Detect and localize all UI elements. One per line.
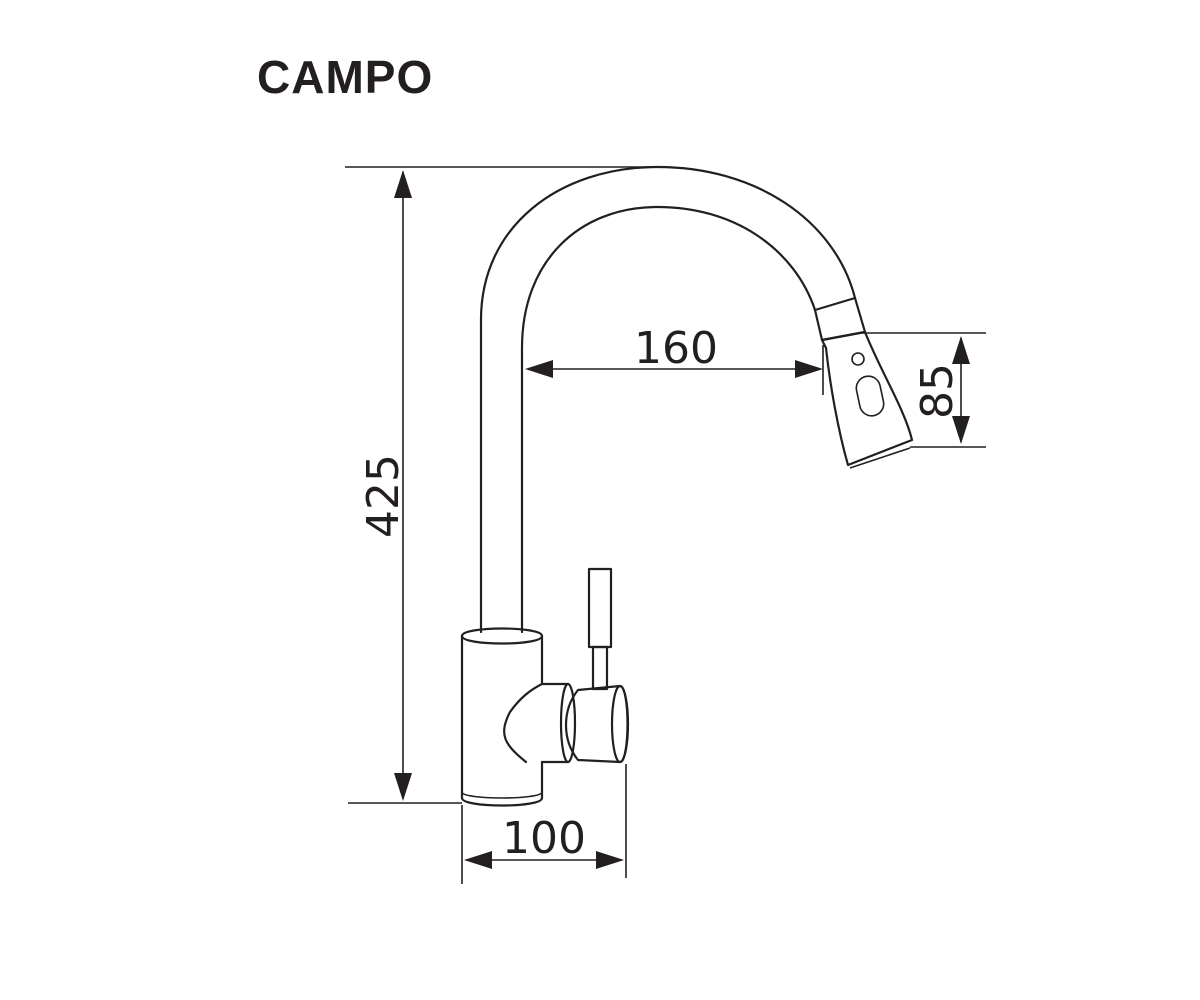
dimension-reach: 160 — [525, 323, 824, 395]
height-label: 425 — [358, 454, 409, 538]
body-cylinder — [460, 634, 544, 807]
cartridge-ring — [559, 682, 577, 764]
dimension-base-width: 100 — [461, 764, 627, 884]
width-arrow-right — [596, 851, 624, 869]
body-top — [460, 627, 544, 645]
spray-head-face — [849, 447, 911, 469]
spray-mode-switch-icon — [855, 375, 885, 417]
reach-arrow-right — [795, 360, 823, 378]
height-arrow-bottom — [394, 773, 412, 801]
dimension-height: 425 — [345, 166, 655, 804]
reach-arrow-left — [525, 360, 553, 378]
head-arrow-top — [952, 336, 970, 364]
height-arrow-top — [394, 170, 412, 198]
head-height-label: 85 — [912, 363, 963, 419]
width-label: 100 — [502, 813, 586, 864]
body-bottom-line — [461, 791, 543, 799]
cartridge-housing — [503, 682, 570, 764]
faucet — [460, 165, 914, 807]
reach-label: 160 — [634, 323, 718, 374]
dimension-head-height: 85 — [862, 332, 986, 448]
spout-outer-contour — [479, 165, 857, 634]
spout-inner-contour — [520, 205, 817, 634]
lever-stem — [591, 645, 609, 691]
width-arrow-left — [464, 851, 492, 869]
lever-handle — [587, 567, 613, 649]
product-title: CAMPO — [257, 51, 434, 103]
head-arrow-bottom — [952, 416, 970, 444]
spray-button-icon — [851, 352, 865, 366]
lever-knob-end — [610, 684, 630, 764]
spray-head — [820, 330, 914, 467]
